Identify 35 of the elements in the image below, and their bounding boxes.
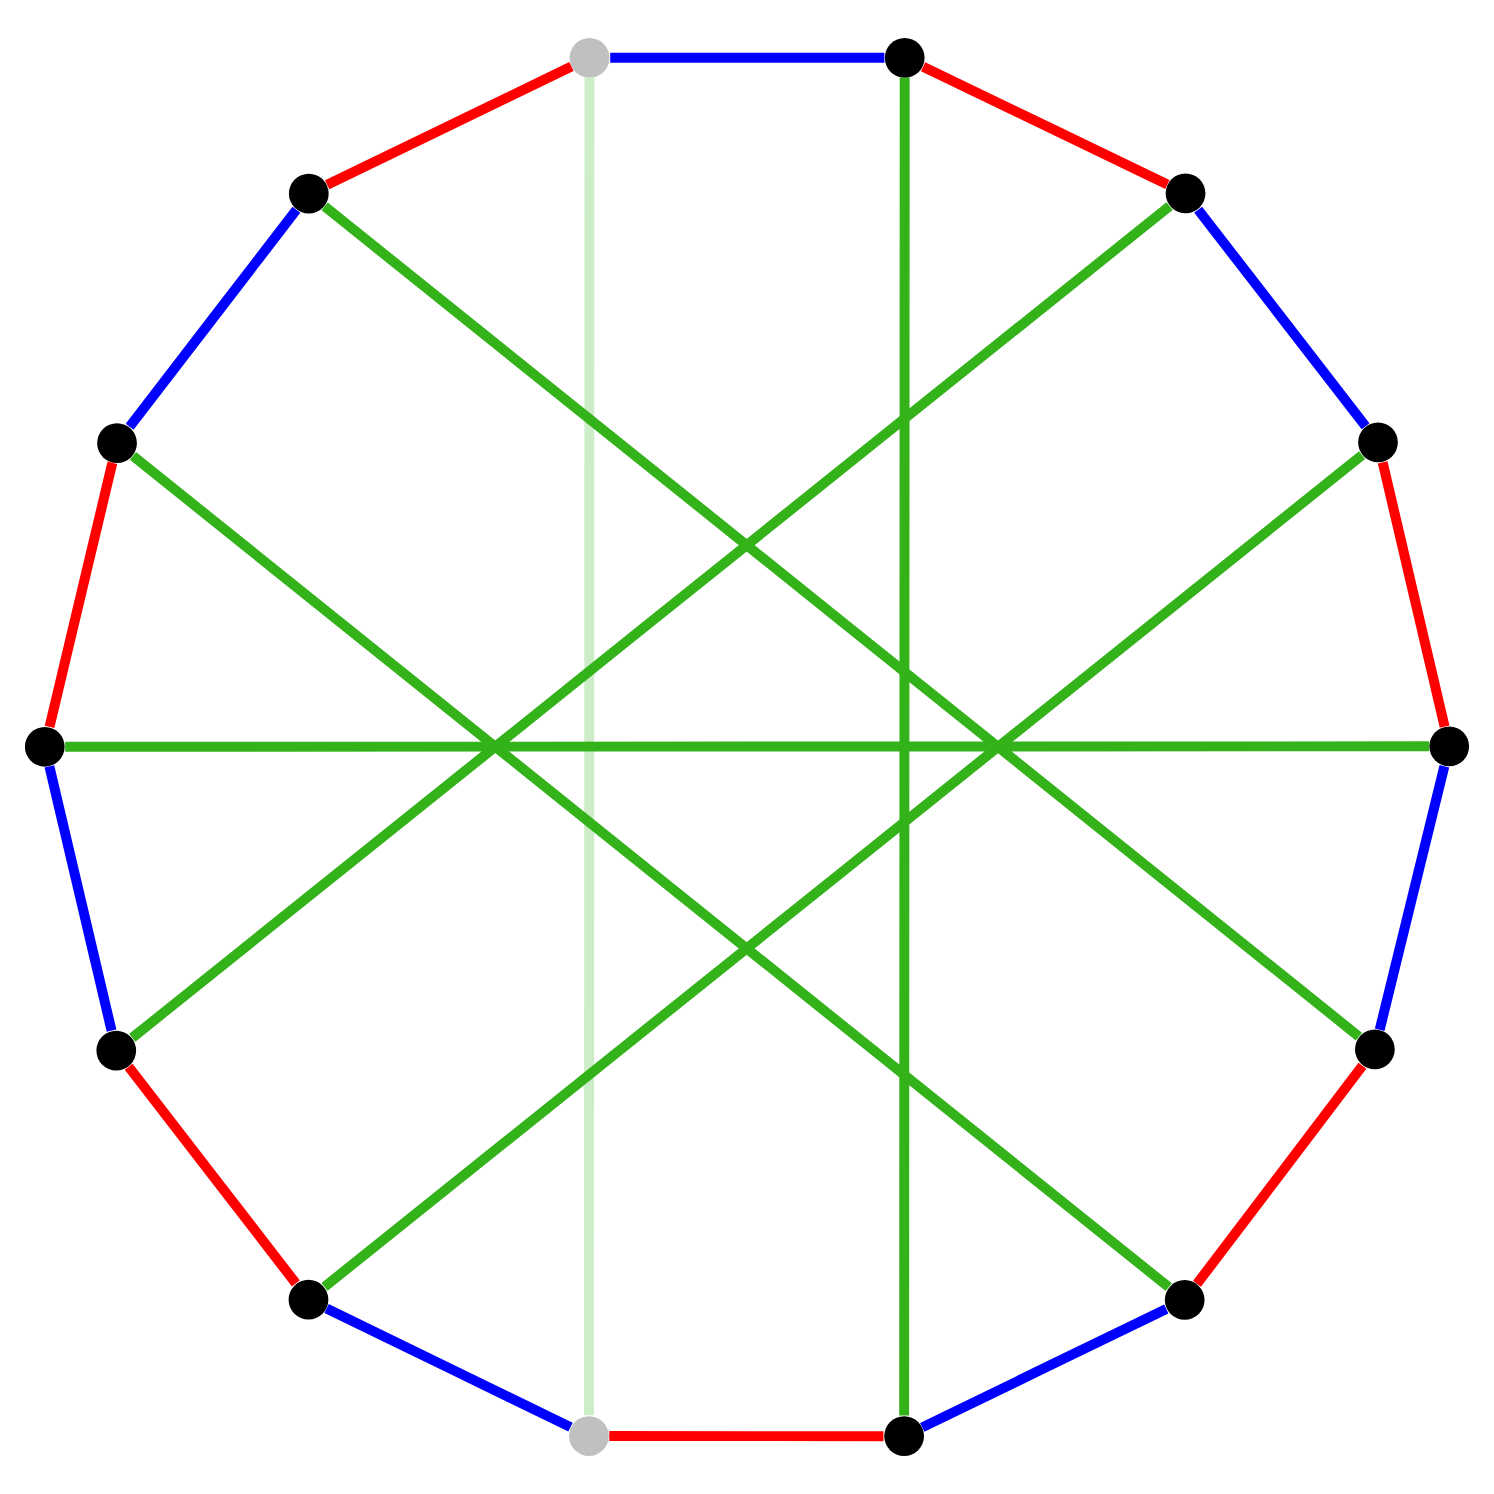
- node-circle: [96, 1030, 137, 1071]
- connector: [899, 77, 910, 1416]
- node-circle: [1429, 726, 1470, 767]
- node-circle: [97, 423, 137, 463]
- node-circle: [569, 37, 610, 78]
- connector: [1374, 765, 1450, 1031]
- connector: [321, 451, 1366, 1291]
- connector: [583, 77, 595, 1416]
- connector: [125, 206, 301, 430]
- connector: [1194, 206, 1370, 430]
- connector: [1193, 1062, 1367, 1287]
- connector: [610, 52, 885, 63]
- connector: [124, 1063, 300, 1287]
- connector: [920, 1304, 1169, 1432]
- node-circle: [1355, 1029, 1395, 1070]
- connector: [325, 62, 574, 190]
- node-circle: [569, 1416, 609, 1456]
- connector: [44, 765, 117, 1032]
- connector: [920, 62, 1170, 190]
- node-circle: [884, 37, 925, 78]
- node-circle: [1358, 422, 1398, 463]
- node-circle: [288, 173, 329, 214]
- node-circle: [1164, 1280, 1205, 1320]
- node-circle: [1165, 173, 1206, 214]
- connector: [1377, 461, 1450, 728]
- node-circle: [24, 726, 65, 767]
- connector: [129, 452, 1172, 1291]
- node-circle: [884, 1416, 924, 1457]
- connector: [609, 1431, 884, 1442]
- connector: [44, 461, 118, 728]
- connector: [324, 1304, 573, 1432]
- connector: [321, 202, 1362, 1041]
- connector: [65, 741, 1430, 752]
- connector: [129, 202, 1173, 1042]
- node-circle: [288, 1279, 329, 1320]
